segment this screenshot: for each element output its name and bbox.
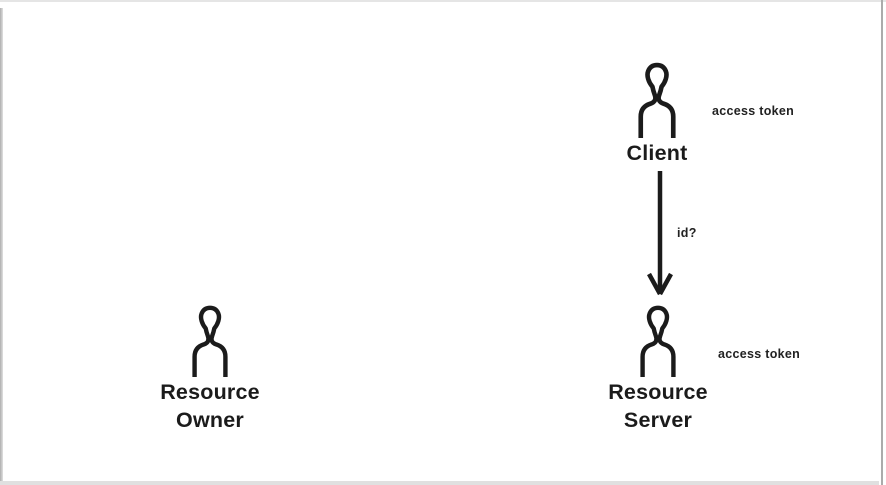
actor-label-client: Client bbox=[626, 141, 688, 165]
slide-top-edge bbox=[0, 0, 886, 2]
arrow-label: id? bbox=[677, 226, 697, 240]
person-icon bbox=[192, 305, 228, 377]
person-icon bbox=[640, 305, 676, 377]
actor-client: Client bbox=[577, 60, 737, 167]
server-access-token-label: access token bbox=[718, 347, 801, 361]
slide-bottom-edge bbox=[0, 481, 879, 485]
person-icon bbox=[638, 62, 676, 138]
actor-label-resource-server: Resource Server bbox=[608, 380, 708, 432]
down-arrow bbox=[647, 171, 673, 296]
actor-label-resource-owner: Resource Owner bbox=[160, 380, 260, 432]
slide-right-edge bbox=[881, 0, 883, 485]
actor-resource-server: Resource Server bbox=[578, 303, 738, 434]
actor-resource-owner: Resource Owner bbox=[130, 303, 290, 434]
client-access-token-label: access token bbox=[712, 104, 795, 118]
slide-left-edge bbox=[0, 8, 3, 485]
